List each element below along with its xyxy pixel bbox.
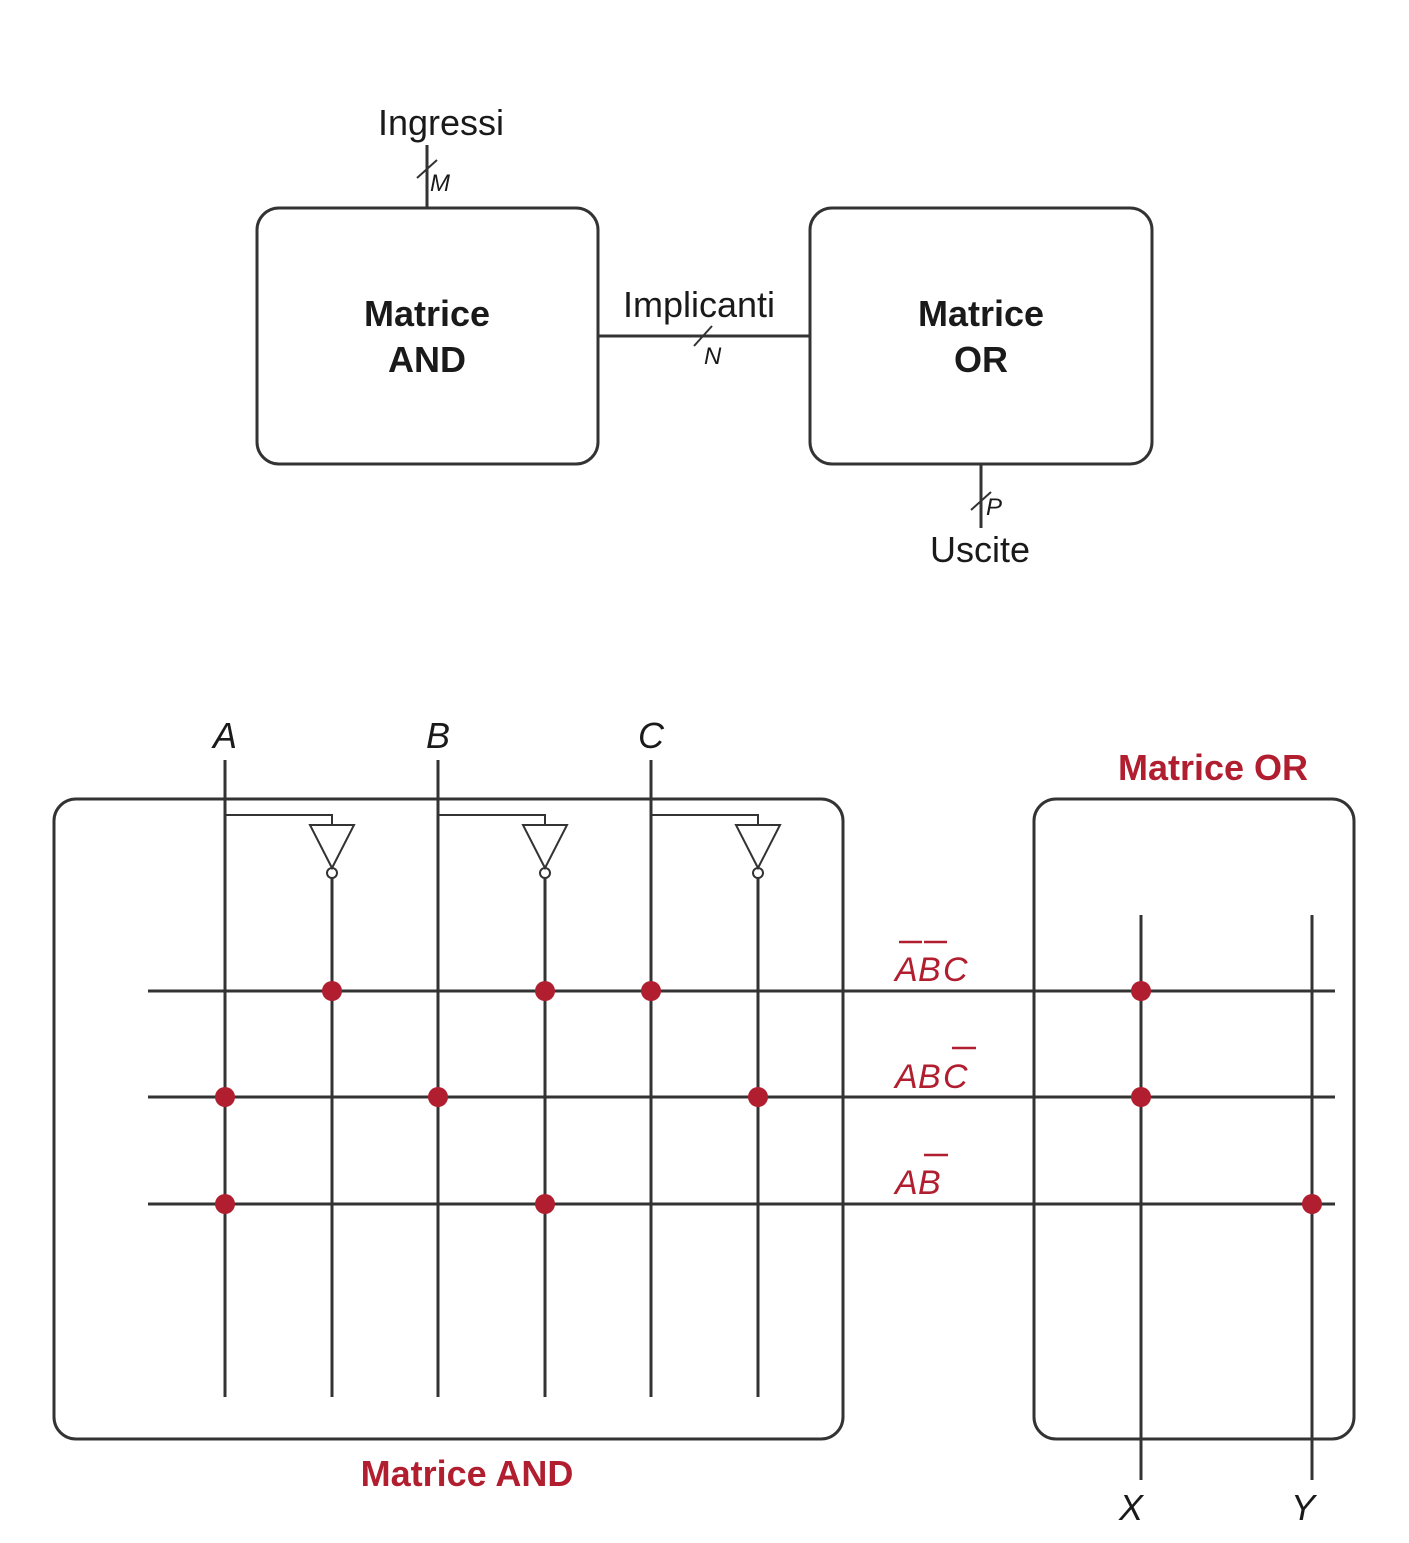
term-1-letter-c: C [943, 951, 968, 989]
and-block-title-line1: Matrice [364, 293, 490, 334]
inverter-b [438, 814, 569, 1397]
or-block-title-line2: OR [954, 339, 1008, 380]
block-diagram: Ingressi M Matrice AND Implicanti N Matr… [255, 102, 1154, 570]
term-1-letter-b: B [918, 951, 941, 989]
inputs-label: Ingressi [378, 102, 504, 143]
or-matrix-block [808, 206, 1154, 466]
and-block-title-line2: AND [388, 339, 466, 380]
term-1-letter-a: A [893, 951, 918, 989]
term-label-1: A B C [893, 940, 968, 989]
connection-dot-t1-b-not [535, 981, 555, 1001]
or-matrix-label: Matrice OR [1118, 747, 1308, 788]
connection-dot-t1-x [1131, 981, 1151, 1001]
term-3-letter-a: A [893, 1164, 918, 1202]
input-label-a: A [211, 715, 237, 756]
or-block-title-line1: Matrice [918, 293, 1044, 334]
term-3-letter-b: B [918, 1164, 941, 1202]
connection-dot-t1-c [641, 981, 661, 1001]
and-matrix-box [52, 797, 845, 1441]
inverter-a [225, 814, 356, 1397]
or-matrix-box [1032, 797, 1356, 1441]
inverter-c [651, 814, 782, 1397]
connection-dot-t2-b [428, 1087, 448, 1107]
input-label-c: C [638, 715, 665, 756]
connection-dot-t3-b-not [535, 1194, 555, 1214]
input-label-b: B [426, 715, 450, 756]
inputs-bus-width: M [430, 170, 450, 197]
term-label-2: A B C [893, 1046, 976, 1096]
outputs-bus-width: P [986, 494, 1002, 521]
connection-dot-t2-x [1131, 1087, 1151, 1107]
implicants-label: Implicanti [623, 284, 775, 325]
or-connections [1131, 981, 1322, 1214]
connection-dot-t2-c-not [748, 1087, 768, 1107]
term-label-3: A B [893, 1153, 948, 1202]
connection-dot-t3-a [215, 1194, 235, 1214]
outputs-bus-slash [970, 491, 992, 511]
implicants-bus-slash [693, 325, 713, 347]
connection-dot-t3-y [1302, 1194, 1322, 1214]
inputs-bus-slash [416, 159, 438, 179]
output-label-x: X [1118, 1487, 1145, 1528]
and-connections [215, 981, 768, 1214]
connection-dot-t1-a-not [322, 981, 342, 1001]
pla-detail: A B C X Y [52, 715, 1356, 1528]
term-2-letter-b: B [918, 1058, 941, 1096]
outputs-label: Uscite [930, 529, 1030, 570]
term-2-letter-a: A [893, 1058, 918, 1096]
connection-dot-t2-a [215, 1087, 235, 1107]
and-matrix-block [255, 206, 600, 466]
implicants-bus-width: N [704, 343, 722, 370]
term-2-letter-c: C [943, 1058, 968, 1096]
and-matrix-label: Matrice AND [361, 1453, 574, 1494]
output-label-y: Y [1291, 1487, 1318, 1528]
